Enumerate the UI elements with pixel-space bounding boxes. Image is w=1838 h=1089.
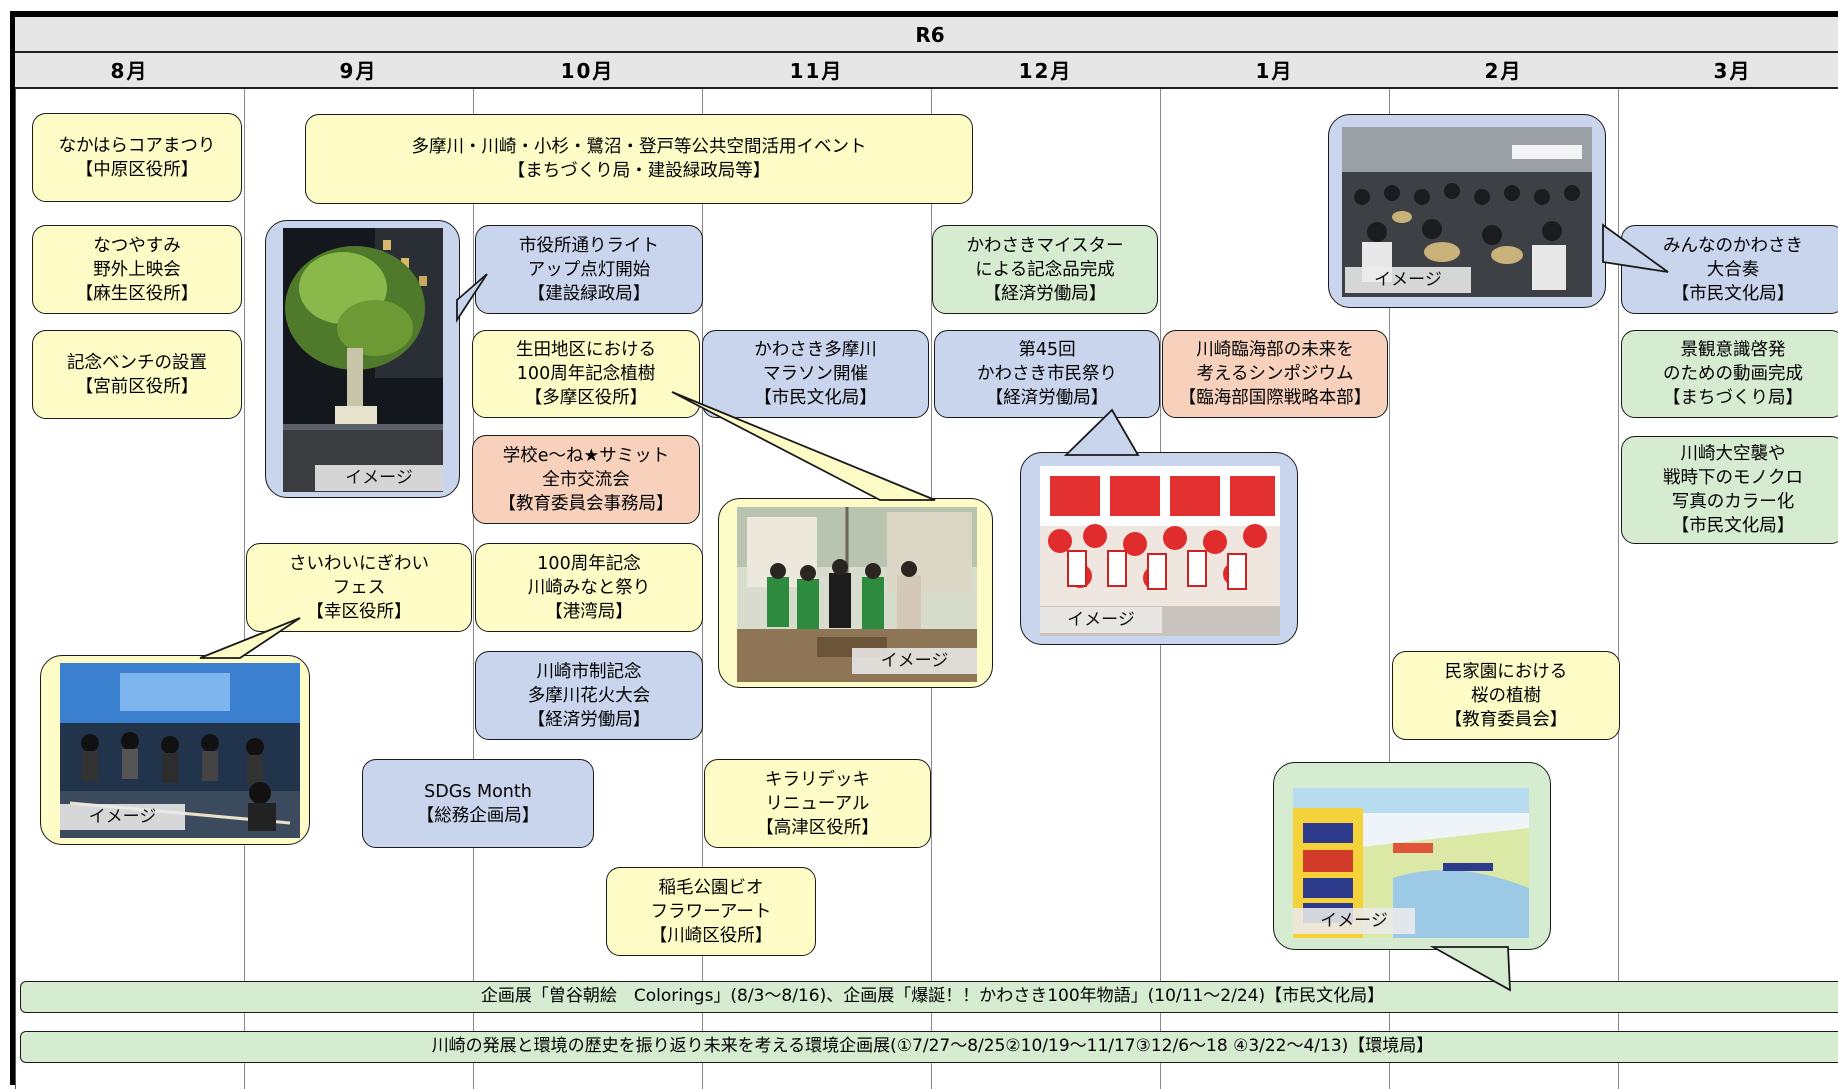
event-shiyakusho-lightup: 市役所通りライト アップ点灯開始 【建設緑政局】	[475, 225, 703, 314]
month-sep: 9月	[339, 59, 378, 83]
event-shimin-matsuri: 第45回 かわさき市民祭り 【経済労働局】	[934, 330, 1160, 418]
photo-lightup-tree	[283, 228, 443, 492]
event-hanabi-taikai: 川崎市制記念 多摩川花火大会 【経済労働局】	[475, 651, 703, 740]
image-caption: イメージ	[1345, 267, 1471, 293]
event-tamagawa-marathon: かわさき多摩川 マラソン開催 【市民文化局】	[702, 330, 929, 418]
event-inage-flower-art: 稲毛公園ビオ フラワーアート 【川崎区役所】	[606, 867, 816, 956]
event-keikan-douga: 景観意識啓発 のための動画完成 【まちづくり局】	[1621, 330, 1838, 418]
month-header-row: 8月 9月 10月 11月 12月 1月 2月 3月	[15, 53, 1838, 89]
column-divider	[244, 53, 245, 1089]
event-e-ne-summit: 学校e～ね★サミット 全市交流会 【教育委員会事務局】	[472, 435, 700, 524]
month-dec: 12月	[1018, 59, 1073, 83]
event-ikuta-kinen-shokuju: 生田地区における 100周年記念植樹 【多摩区役所】	[472, 330, 700, 418]
bar-kankyou-kikakuten: 川崎の発展と環境の歴史を振り返り未来を考える環境企画展(①7/27～8/25②1…	[20, 1031, 1838, 1063]
month-oct: 10月	[560, 59, 615, 83]
sheet-frame	[10, 11, 1838, 1085]
image-caption: イメージ	[852, 648, 977, 674]
event-public-space: 多摩川・川崎・小杉・鷺沼・登戸等公共空間活用イベント 【まちづくり局・建設緑政局…	[305, 114, 973, 204]
month-aug: 8月	[110, 59, 149, 83]
event-natsuyasumi-eiga: なつやすみ 野外上映会 【麻生区役所】	[32, 225, 242, 314]
column-divider	[1389, 53, 1390, 1089]
month-feb: 2月	[1484, 59, 1523, 83]
column-divider	[15, 53, 16, 1089]
event-nakahara-core-matsuri: なかはらコアまつり 【中原区役所】	[32, 113, 242, 202]
event-minato-matsuri: 100周年記念 川崎みなと祭り 【港湾局】	[475, 543, 703, 632]
year-header: R6	[15, 17, 1838, 53]
event-minkaen-sakura: 民家園における 桜の植樹 【教育委員会】	[1392, 651, 1620, 740]
photo-100nen-poster	[1293, 788, 1529, 938]
event-minna-daigassou: みんなのかわさき 大合奏 【市民文化局】	[1621, 225, 1838, 314]
image-caption: イメージ	[1293, 908, 1415, 934]
column-divider	[1618, 53, 1619, 1089]
image-caption: イメージ	[1040, 607, 1162, 633]
event-rinkai-symposium: 川崎臨海部の未来を 考えるシンポジウム 【臨海部国際戦略本部】	[1162, 330, 1388, 418]
year-label: R6	[915, 23, 945, 47]
event-saiwai-nigiwai-fes: さいわいにぎわい フェス 【幸区役所】	[246, 543, 472, 632]
event-sdgs-month: SDGs Month 【総務企画局】	[362, 759, 594, 848]
column-divider	[473, 53, 474, 1089]
event-kuushuu-colorization: 川崎大空襲や 戦時下のモノクロ 写真のカラー化 【市民文化局】	[1621, 436, 1838, 544]
month-jan: 1月	[1255, 59, 1294, 83]
event-kirari-deck: キラリデッキ リニューアル 【高津区役所】	[704, 759, 931, 848]
month-nov: 11月	[789, 59, 844, 83]
event-kinen-bench: 記念ベンチの設置 【宮前区役所】	[32, 330, 242, 419]
bar-kikakuten: 企画展「曽谷朝絵 Colorings」(8/3～8/16)、企画展「爆誕！！かわ…	[20, 981, 1838, 1013]
image-caption: イメージ	[315, 465, 443, 491]
event-kawasaki-maister: かわさきマイスター による記念品完成 【経済労働局】	[932, 225, 1158, 314]
month-mar: 3月	[1713, 59, 1752, 83]
image-caption: イメージ	[60, 804, 185, 830]
